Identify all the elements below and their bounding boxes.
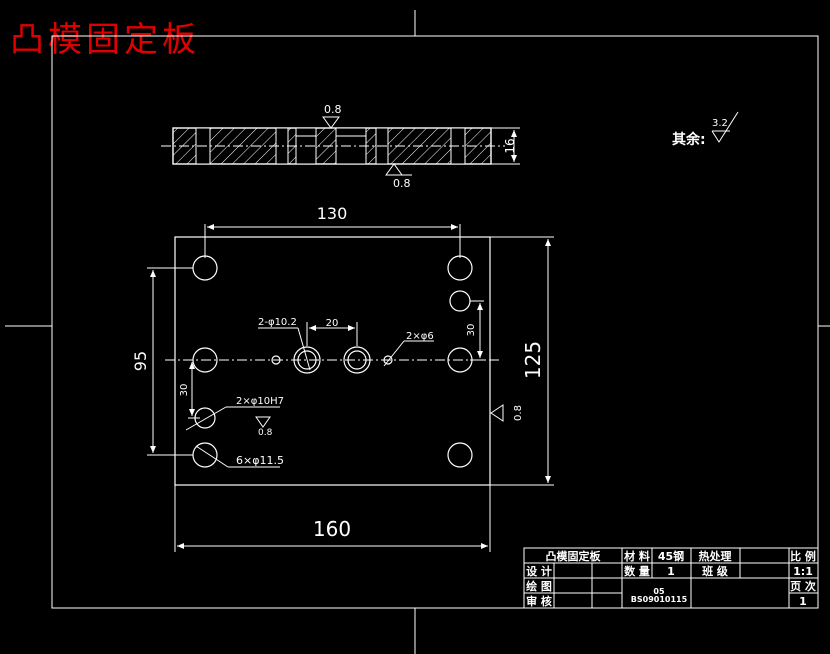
dimension-right: 125 [490,236,554,486]
section-thickness: 16 [503,138,517,153]
callout-phi11-5: 6×φ11.5 [195,445,284,468]
drawing-border [51,35,819,609]
callout-phi10-2: 2-φ10.2 [258,317,311,371]
material-value: 45钢 [658,549,684,563]
svg-text:20: 20 [326,318,339,329]
hole [347,350,367,370]
callout-phi10h7: 2×φ10H7 0.8 [185,396,284,438]
roughness-symbol-bottom: 0.8 [385,163,412,190]
svg-text:160: 160 [313,517,351,541]
dimension-left-lower: 30 [179,362,200,419]
plate-outline [174,236,491,486]
part-name: 凸模固定板 [546,549,602,563]
hole [449,290,471,312]
hole [192,347,218,373]
svg-text:3.2: 3.2 [712,118,728,129]
hole [293,346,321,374]
hole-group [192,255,473,468]
svg-text:其余:: 其余: [672,131,706,148]
checker-label: 审 核 [526,594,552,608]
svg-text:125: 125 [521,341,545,379]
svg-text:130: 130 [317,204,348,223]
section-view: 16 [161,127,520,165]
hole [192,255,218,281]
material-label: 材 料 [624,549,650,563]
dimension-bottom: 160 [174,485,491,552]
svg-text:2-φ10.2: 2-φ10.2 [258,317,297,328]
roughness-symbol-top: 0.8 [322,103,342,129]
hole [343,346,371,374]
code-top: 05 [653,587,665,596]
roughness-symbol-right: 0.8 [490,404,524,422]
page-label: 页 次 [790,579,816,593]
svg-text:2×φ6: 2×φ6 [406,331,434,342]
svg-text:30: 30 [466,324,477,337]
dimension-center: 20 [306,318,358,346]
heat-treatment: 热处理 [699,549,732,563]
designer-label: 设 计 [526,564,552,578]
code-bottom: BS09010115 [631,595,688,604]
drawing-title: 凸模固定板 [10,20,200,60]
svg-text:95: 95 [131,351,150,371]
svg-text:0.8: 0.8 [513,405,524,421]
class-label: 班 级 [702,564,729,578]
svg-text:30: 30 [179,384,190,397]
hole [297,350,317,370]
callout-phi6: 2×φ6 [383,331,434,367]
svg-text:6×φ11.5: 6×φ11.5 [236,454,284,467]
dimension-top: 130 [204,204,461,258]
page-value: 1 [799,595,807,608]
svg-text:0.8: 0.8 [324,103,342,116]
drafter-label: 绘 图 [526,579,552,593]
scale-value: 1:1 [793,565,813,578]
scale-label: 比 例 [790,549,816,563]
svg-text:0.8: 0.8 [258,428,273,438]
hole [271,355,281,365]
other-surfaces-note: 其余: 3.2 [672,111,739,148]
quantity-value: 1 [667,565,675,578]
quantity-label: 数 量 [624,564,650,578]
hole [447,442,473,468]
hole [383,355,393,365]
svg-text:0.8: 0.8 [393,177,411,190]
title-block [523,547,819,609]
dimension-right-upper: 30 [466,300,484,361]
dimension-left: 95 [131,267,193,456]
hole [447,255,473,281]
svg-text:2×φ10H7: 2×φ10H7 [236,396,284,407]
